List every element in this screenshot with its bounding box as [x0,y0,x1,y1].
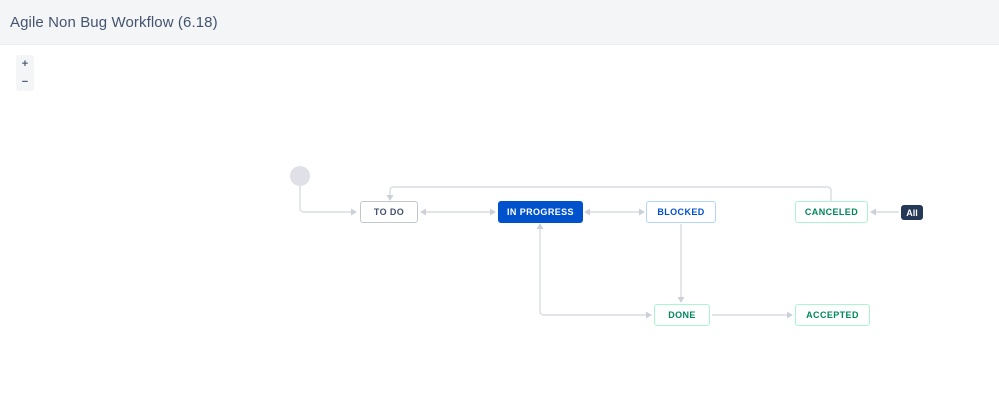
start-node[interactable] [290,166,310,186]
all-statuses-badge[interactable]: All [901,205,923,220]
status-node-blocked[interactable]: BLOCKED [646,201,716,223]
arrowhead-into-todo-left [351,208,357,216]
header-bar: Agile Non Bug Workflow (6.18) [0,0,999,45]
arrowhead-into-inprogress-bottom [536,223,544,229]
arrowhead-into-done-top [677,297,685,303]
arrowhead-into-inprogress-left [490,208,496,216]
edge-start-to-todo [299,186,351,213]
arrowhead-into-todo-top [386,195,394,201]
zoom-control-panel: + − [16,55,34,91]
transition-edge-layer [299,186,899,319]
arrowhead-into-done-left [646,311,652,319]
arrowhead-into-accepted-left [787,311,793,319]
status-node-accepted[interactable]: ACCEPTED [795,304,870,326]
arrowhead-into-inprogress-right [584,208,590,216]
arrowhead-into-todo-right [420,208,426,216]
zoom-out-button[interactable]: − [16,73,34,91]
status-node-todo[interactable]: TO DO [360,201,418,223]
status-node-in-progress[interactable]: IN PROGRESS [498,201,583,223]
arrowhead-into-canceled-right [870,208,876,216]
edge-canceled-to-todo [389,186,832,201]
workflow-diagram-canvas[interactable]: + − [0,45,999,415]
status-node-done[interactable]: DONE [654,304,710,326]
zoom-in-button[interactable]: + [16,55,34,73]
workflow-title: Agile Non Bug Workflow (6.18) [10,13,218,31]
edge-inprogress-done [539,229,646,316]
arrowhead-into-blocked-left [639,208,645,216]
status-node-canceled[interactable]: CANCELED [795,201,868,223]
